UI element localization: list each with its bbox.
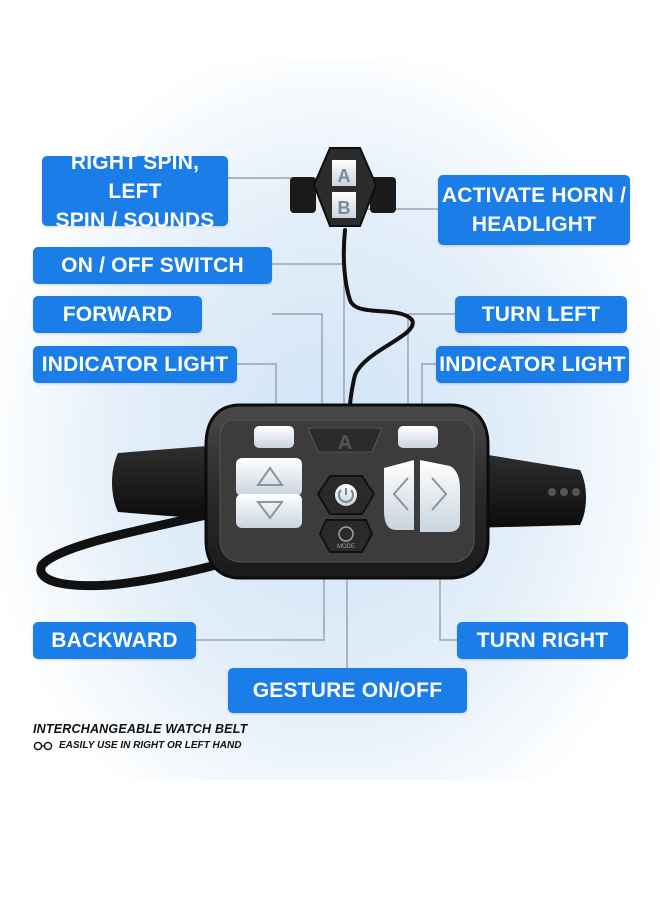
label-gesture-on-off: GESTURE ON/OFF — [228, 668, 467, 713]
forward-button-icon — [236, 458, 302, 496]
label-activate-horn-text: ACTIVATE HORN / HEADLIGHT — [441, 184, 627, 236]
label-on-off-switch: ON / OFF SWITCH — [33, 247, 272, 284]
strap-left-icon — [112, 445, 220, 520]
controller-body-icon: A MODE — [204, 403, 490, 580]
label-right-spin: RIGHT SPIN, LEFT SPIN / SOUNDS — [42, 151, 228, 232]
footer-title: INTERCHANGEABLE WATCH BELT — [33, 722, 248, 736]
label-indicator-light-right: INDICATOR LIGHT — [436, 346, 629, 383]
label-forward-text: FORWARD — [62, 303, 173, 326]
turn-right-button-icon — [420, 460, 460, 532]
label-activate-horn: ACTIVATE HORN / HEADLIGHT — [438, 175, 630, 245]
glasses-icon — [33, 741, 53, 750]
label-turn-right: TURN RIGHT — [457, 622, 628, 659]
strap-right-icon — [470, 452, 586, 528]
label-forward: FORWARD — [33, 296, 202, 333]
footer-subtitle-row: EASILY USE IN RIGHT OR LEFT HAND — [33, 740, 247, 751]
remote-unit-icon: A B — [290, 147, 396, 227]
label-backward: BACKWARD — [33, 622, 196, 659]
footer-subtitle: EASILY USE IN RIGHT OR LEFT HAND — [59, 740, 242, 751]
label-turn-right-text: TURN RIGHT — [476, 629, 609, 652]
label-indicator-light-right-text: INDICATOR LIGHT — [439, 353, 626, 376]
turn-left-button-icon — [384, 460, 414, 530]
svg-text:A: A — [338, 432, 352, 454]
label-backward-text: BACKWARD — [51, 629, 178, 652]
label-turn-left-text: TURN LEFT — [481, 303, 601, 326]
cable-icon — [341, 228, 415, 447]
label-right-spin-text: RIGHT SPIN, LEFT SPIN / SOUNDS — [55, 150, 215, 232]
svg-text:MODE: MODE — [337, 544, 355, 550]
label-indicator-light-left-text: INDICATOR LIGHT — [41, 353, 229, 376]
svg-text:B: B — [338, 198, 351, 218]
strap-loop-icon — [36, 507, 255, 591]
footer-note: INTERCHANGEABLE WATCH BELT EASILY USE IN… — [33, 722, 247, 751]
svg-text:A: A — [338, 166, 351, 186]
label-gesture-on-off-text: GESTURE ON/OFF — [252, 679, 443, 702]
mode-button-icon — [318, 519, 374, 553]
label-indicator-light-left: INDICATOR LIGHT — [33, 346, 237, 383]
label-turn-left: TURN LEFT — [455, 296, 627, 333]
backward-button-icon — [236, 494, 302, 528]
label-on-off-switch-text: ON / OFF SWITCH — [61, 254, 244, 277]
